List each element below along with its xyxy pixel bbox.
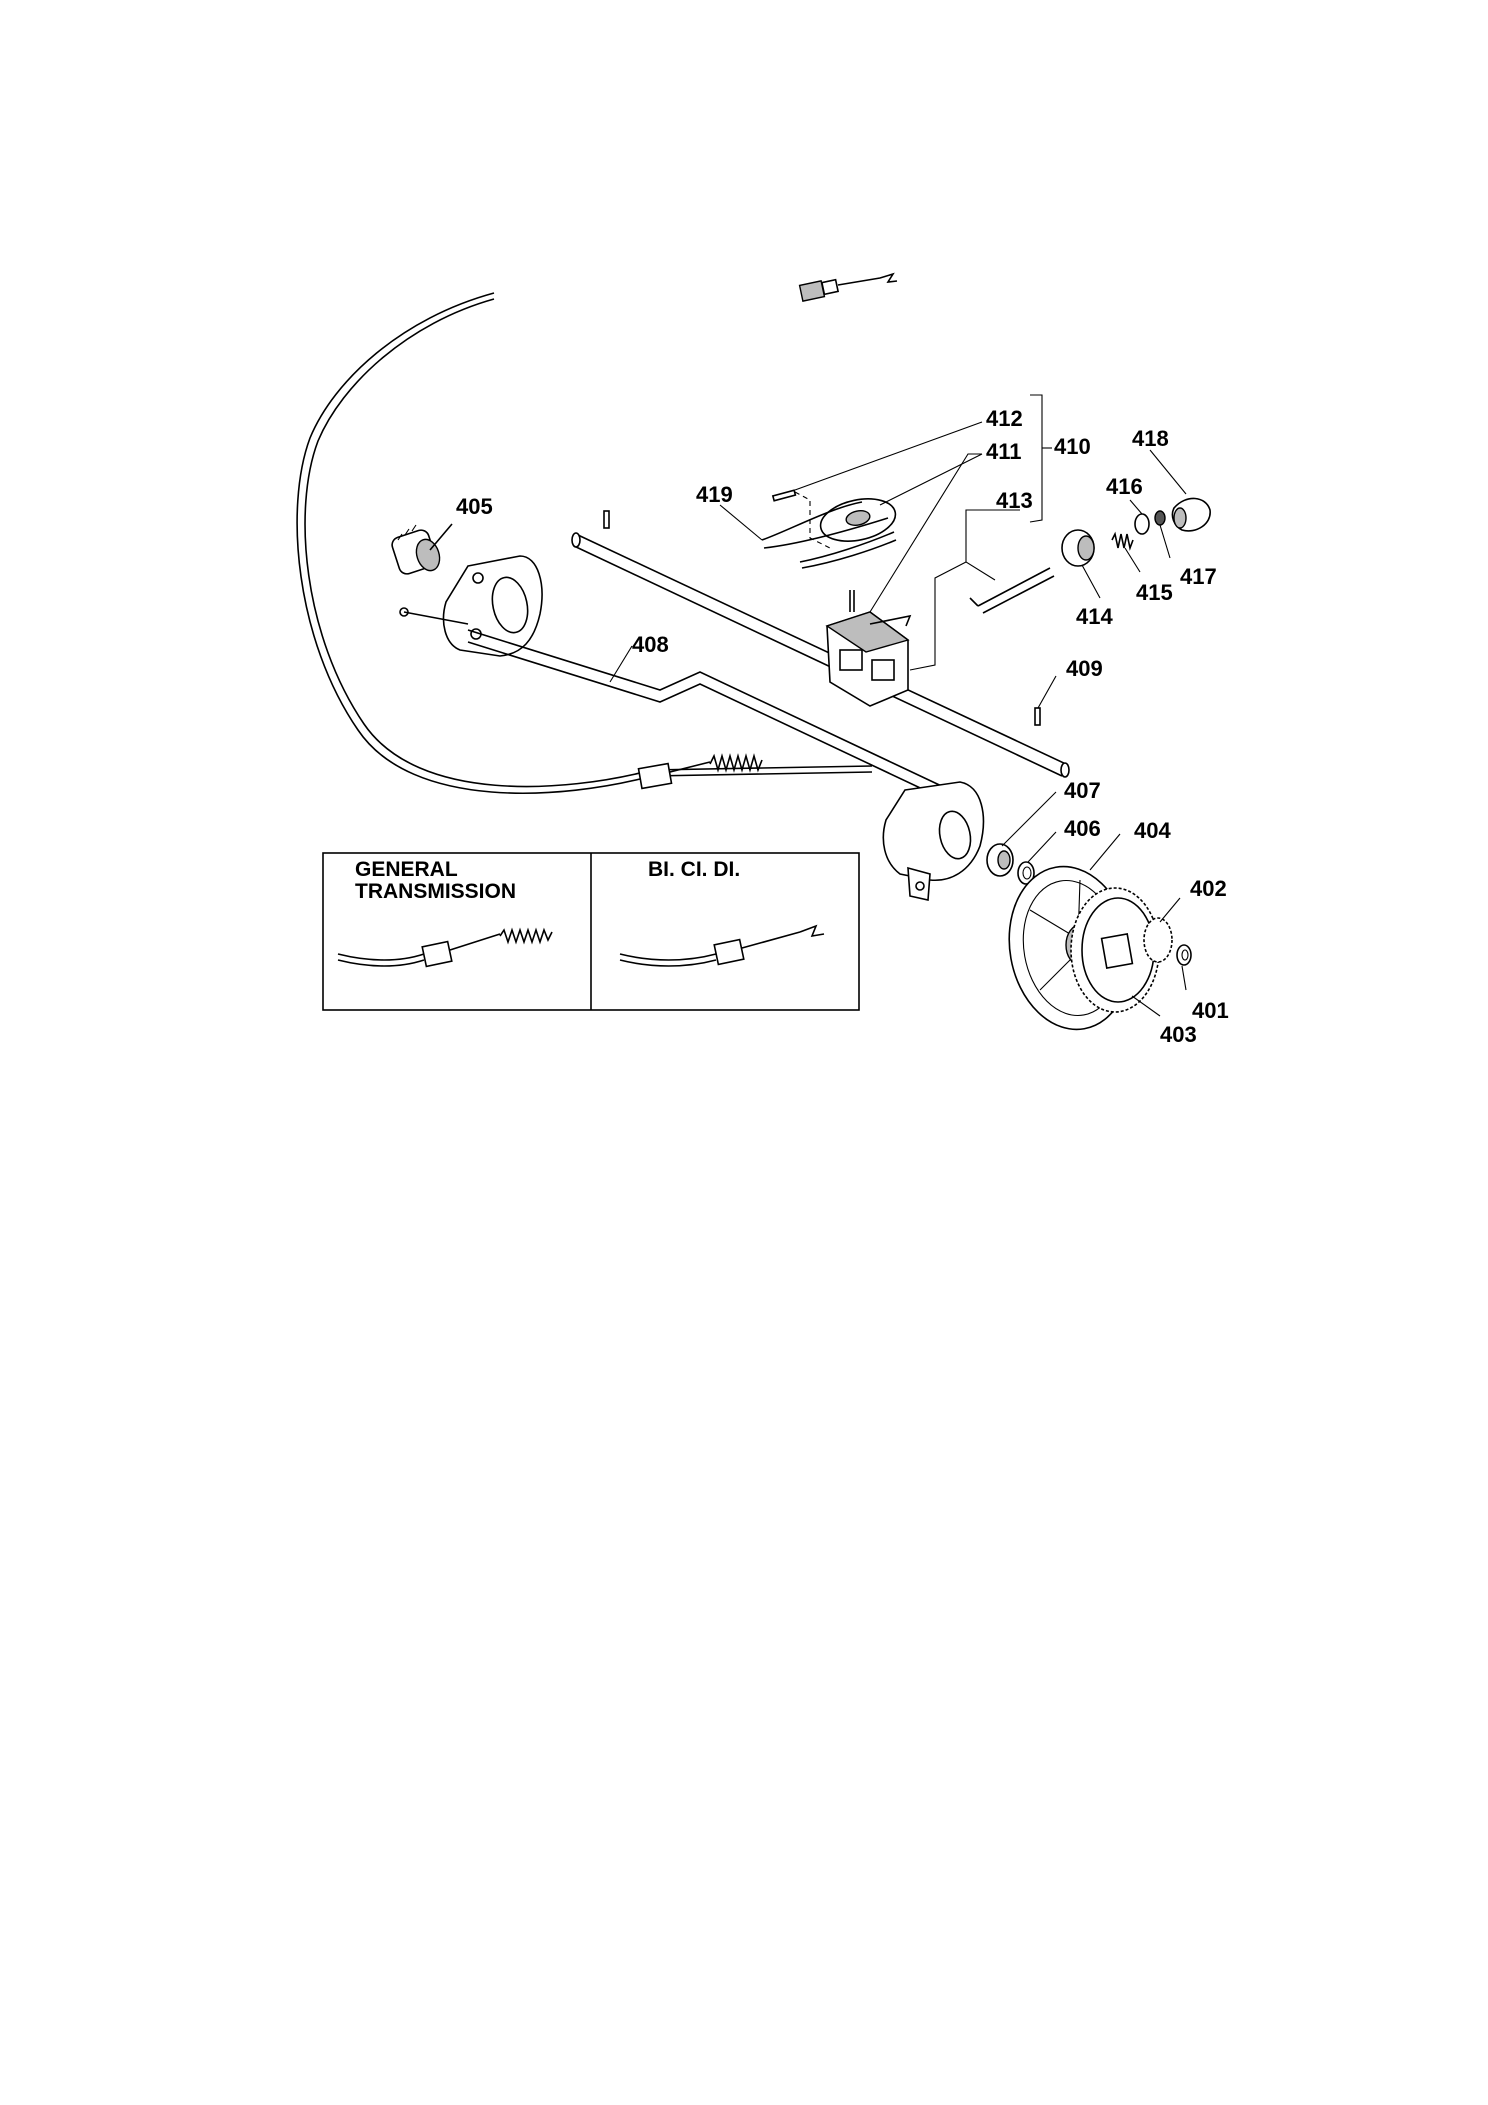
label-406: 406 [1064,816,1101,841]
control-cable [296,272,898,794]
label-418: 418 [1132,426,1169,451]
label-413: 413 [996,488,1033,513]
part-413-lever [969,567,1055,614]
part-number-labels: 412 411 410 418 416 419 413 405 417 415 … [456,406,1229,1047]
bi-ci-di-cable [619,924,825,967]
cable-variant-inset: GENERAL TRANSMISSION BI. CI. DI. [322,852,860,1011]
label-411: 411 [986,439,1022,464]
label-415: 415 [1136,580,1173,605]
part-418-cap [1171,497,1211,532]
label-414: 414 [1076,604,1113,629]
part-417-nut [1154,510,1166,526]
general-transmission-cable [337,927,553,968]
label-416: 416 [1106,474,1143,499]
part-412-key [771,489,831,549]
main-axle [571,510,1070,778]
part-405-pinion [391,523,453,575]
inset-left-title-line2: TRANSMISSION [355,880,516,903]
part-401-clip [1176,944,1192,966]
inset-left-title-line1: GENERAL [355,858,458,881]
label-401: 401 [1192,998,1229,1023]
label-417: 417 [1180,564,1217,589]
label-412: 412 [986,406,1023,431]
left-bracket [399,555,543,657]
label-403: 403 [1160,1022,1197,1047]
part-411-pulley [819,498,897,542]
part-407-bearing [986,843,1014,877]
part-416-washer [1134,513,1150,535]
part-414-knob-base [1061,529,1095,567]
label-404: 404 [1134,818,1171,843]
part-410-gearbox [825,590,912,707]
part-403-gear [1070,887,1160,1013]
leader-lines [609,394,1187,1017]
label-419: 419 [696,482,733,507]
label-407: 407 [1064,778,1101,803]
label-409: 409 [1066,656,1103,681]
label-410: 410 [1054,434,1091,459]
inset-right-title: BI. CI. DI. [648,858,740,881]
label-402: 402 [1190,876,1227,901]
part-406-washer [1017,861,1035,885]
part-415-spring [1111,531,1134,551]
part-408-rod [467,629,951,803]
label-408: 408 [632,632,669,657]
part-402-pinion [1143,917,1173,963]
label-405: 405 [456,494,493,519]
right-bracket [882,781,985,901]
